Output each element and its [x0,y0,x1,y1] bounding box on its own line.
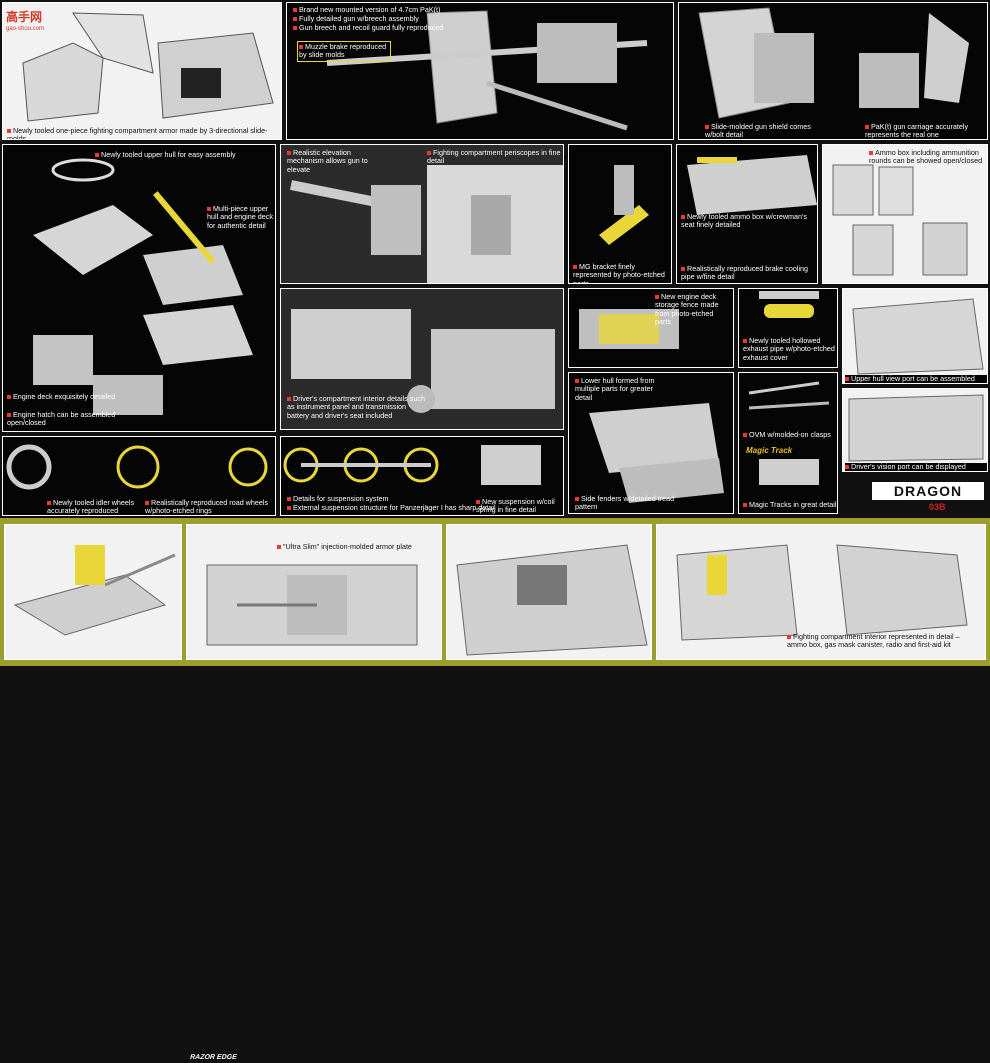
ammo-seat-illustration [687,155,817,215]
caption-fenders: Side fenders w/detailed tread pattern [575,494,675,512]
caption-magic-tracks: Magic Tracks in great detail [743,500,837,509]
vision-port-illustration [848,394,984,462]
razor-edge-logo: RAZOR EDGE [184,1052,243,1063]
upper-hull-illustration [33,158,253,415]
caption-fence: New engine deck storage fence made from … [655,292,719,327]
lower-hull-illustration [589,403,724,503]
bottom-panel-top-view: "Ultra Slim" injection-molded armor plat… [186,524,442,660]
hull-detail-illustration [456,544,648,656]
caption-vision-port: Driver's vision port can be displayed op… [845,462,987,471]
wheels-illustration [6,444,268,490]
caption-ammo: Ammo box including ammunition rounds can… [869,148,983,166]
panel-engine-fence: New engine deck storage fence made from … [568,288,734,368]
caption-view-port: Upper hull view port can be assembled op… [845,374,987,383]
caption-engine-hatch: Engine hatch can be assembled open/close… [7,410,116,428]
panel-ammo-box-seat: Newly tooled ammo box w/crewman's seat f… [676,144,818,284]
panel-vision-port: Driver's vision port can be displayed op… [842,388,988,472]
panel-upper-hull-port: Upper hull view port can be assembled op… [842,288,988,384]
suspension-illustration [283,445,541,485]
caption-brake-pipe: Realistically reproduced brake cooling p… [681,264,809,282]
caption-shield: Slide-molded gun shield comes w/bolt det… [705,122,811,140]
vehicle-illustration [13,545,176,636]
caption-elevation: Realistic elevation mechanism allows gun… [287,148,368,174]
caption-suspension-a: Details for suspension system [287,494,388,503]
caption-mg: MG bracket finely represented by photo-e… [573,262,665,284]
panel-driver-compartment: Driver's compartment interior details su… [280,288,564,430]
caption-gun-a: Brand new mounted version of 4.7cm PaK(t… [293,5,440,14]
caption-interior: Fighting compartment interior represente… [787,632,960,650]
panel-elevation: Realistic elevation mechanism allows gun… [280,144,564,284]
panel-mg-bracket: MG bracket finely represented by photo-e… [568,144,672,284]
bottom-strip: "Ultra Slim" injection-molded armor plat… [0,518,990,1063]
gun-shield-illustration [698,7,969,119]
caption-upper-hull: Newly tooled upper hull for easy assembl… [95,150,236,159]
caption-driver: Driver's compartment interior details su… [287,394,425,420]
caption-suspension-b: External suspension structure for Panzer… [287,503,496,512]
interior-illustration [676,544,968,641]
panel-suspension: Details for suspension system External s… [280,436,564,516]
caption-armor: Newly tooled one-piece fighting compartm… [7,126,268,140]
gun-illustration [326,10,648,131]
magic-track-logo: Magic Track [746,446,793,455]
product-code: 6230-03B [906,502,946,512]
ovm-illustration [748,381,830,485]
mg-bracket-illustration [599,165,649,245]
caption-coil-spring: New suspension w/coil spring in fine det… [476,497,555,515]
elevation-illustration [281,145,563,283]
caption-road-wheels: Realistically reproduced road wheels w/p… [145,498,269,516]
caption-gun-b: Fully detailed gun w/breech assembly [293,14,419,23]
panel-lower-hull: Lower hull formed from multiple parts fo… [568,372,734,514]
caption-multi-piece: Multi-piece upper hull and engine deck f… [207,204,273,230]
watermark-url: gao-shou.com [6,26,45,32]
caption-ammo-seat: Newly tooled ammo box w/crewman's seat f… [681,212,808,230]
caption-periscopes: Fighting compartment periscopes in fine … [427,148,561,166]
caption-armor-plate: "Ultra Slim" injection-molded armor plat… [277,542,412,551]
panel-fighting-compartment-armor: Newly tooled one-piece fighting compartm… [2,2,282,140]
view-port-illustration [852,298,984,375]
dragon-logo: DRAGON [870,480,986,502]
caption-ovm: OVM w/molded-on clasps [743,430,831,439]
ammo-box-illustration [832,164,968,276]
caption-idler: Newly tooled idler wheels accurately rep… [47,498,135,516]
panel-upper-hull: Newly tooled upper hull for easy assembl… [2,144,276,432]
exhaust-illustration [759,291,819,318]
bottom-panel-vehicle [4,524,182,660]
bottom-panel-interior: Fighting compartment interior represente… [656,524,986,660]
panel-ammo-box: Ammo box including ammunition rounds can… [822,144,988,284]
panel-ovm: OVM w/molded-on clasps Magic Tracks in g… [738,372,838,514]
caption-muzzle: Muzzle brake reproduced by slide molds [297,41,391,62]
caption-engine-deck: Engine deck exquisitely detailed [7,392,147,401]
caption-gun-c: Gun breech and recoil guard fully reprod… [293,23,443,32]
panel-gun-shield: Slide-molded gun shield comes w/bolt det… [678,2,988,140]
panel-gun: Brand new mounted version of 4.7cm PaK(t… [286,2,674,140]
engine-fence-illustration [579,309,679,349]
caption-lower-hull: Lower hull formed from multiple parts fo… [575,376,655,402]
armor-parts-illustration [22,12,274,122]
panel-exhaust: Newly tooled hollowed exhaust pipe w/pho… [738,288,838,368]
panel-wheels: Newly tooled idler wheels accurately rep… [2,436,276,516]
bottom-panel-hull-detail [446,524,652,660]
top-view-illustration [206,564,418,646]
driver-compartment-illustration [281,289,563,429]
caption-exhaust: Newly tooled hollowed exhaust pipe w/pho… [743,336,835,362]
caption-carriage: PaK(t) gun carriage accurately represent… [865,122,969,140]
watermark-logo: 高手网 [6,10,43,24]
